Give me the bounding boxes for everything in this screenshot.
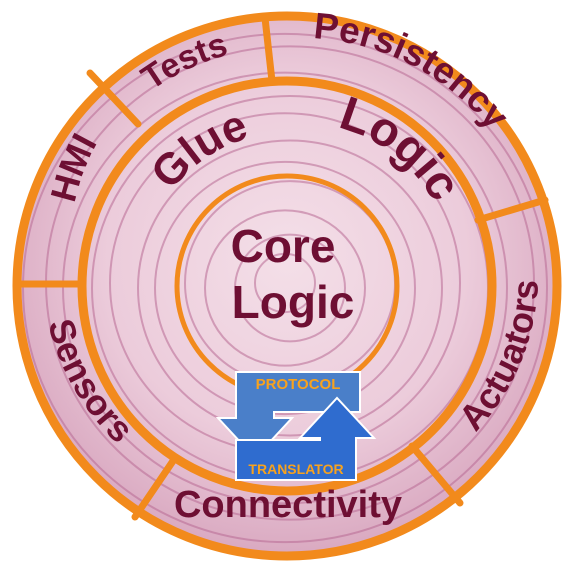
divider-tests-persistency xyxy=(261,14,276,85)
protocol-translator: PROTOCOL TRANSLATOR xyxy=(215,371,377,481)
onion-layer-line xyxy=(154,160,416,416)
divider-connectivity-sensors xyxy=(131,454,179,521)
core-label-line2: Logic xyxy=(232,276,355,328)
protocol-arrow-left-icon xyxy=(215,371,361,460)
onion-layer-line xyxy=(204,209,366,367)
segment-dividers xyxy=(14,14,549,521)
translator-arrow-right-icon xyxy=(235,396,377,481)
divider-hmi-tests xyxy=(86,69,142,128)
translator-label: TRANSLATOR xyxy=(248,461,343,477)
onion-layer-line xyxy=(234,233,346,343)
onion-layer-line xyxy=(62,71,508,505)
onion-layer-line xyxy=(137,139,443,437)
segment-label-connectivity: Connectivity xyxy=(174,484,402,526)
onion-layer-line xyxy=(22,32,548,544)
onion-layer-line xyxy=(254,252,316,314)
divider-actuators-connectivity xyxy=(408,442,464,507)
divider-persistency-actuators xyxy=(474,196,549,224)
protocol-label: PROTOCOL xyxy=(256,376,341,393)
core-label-line1: Core xyxy=(231,220,336,272)
